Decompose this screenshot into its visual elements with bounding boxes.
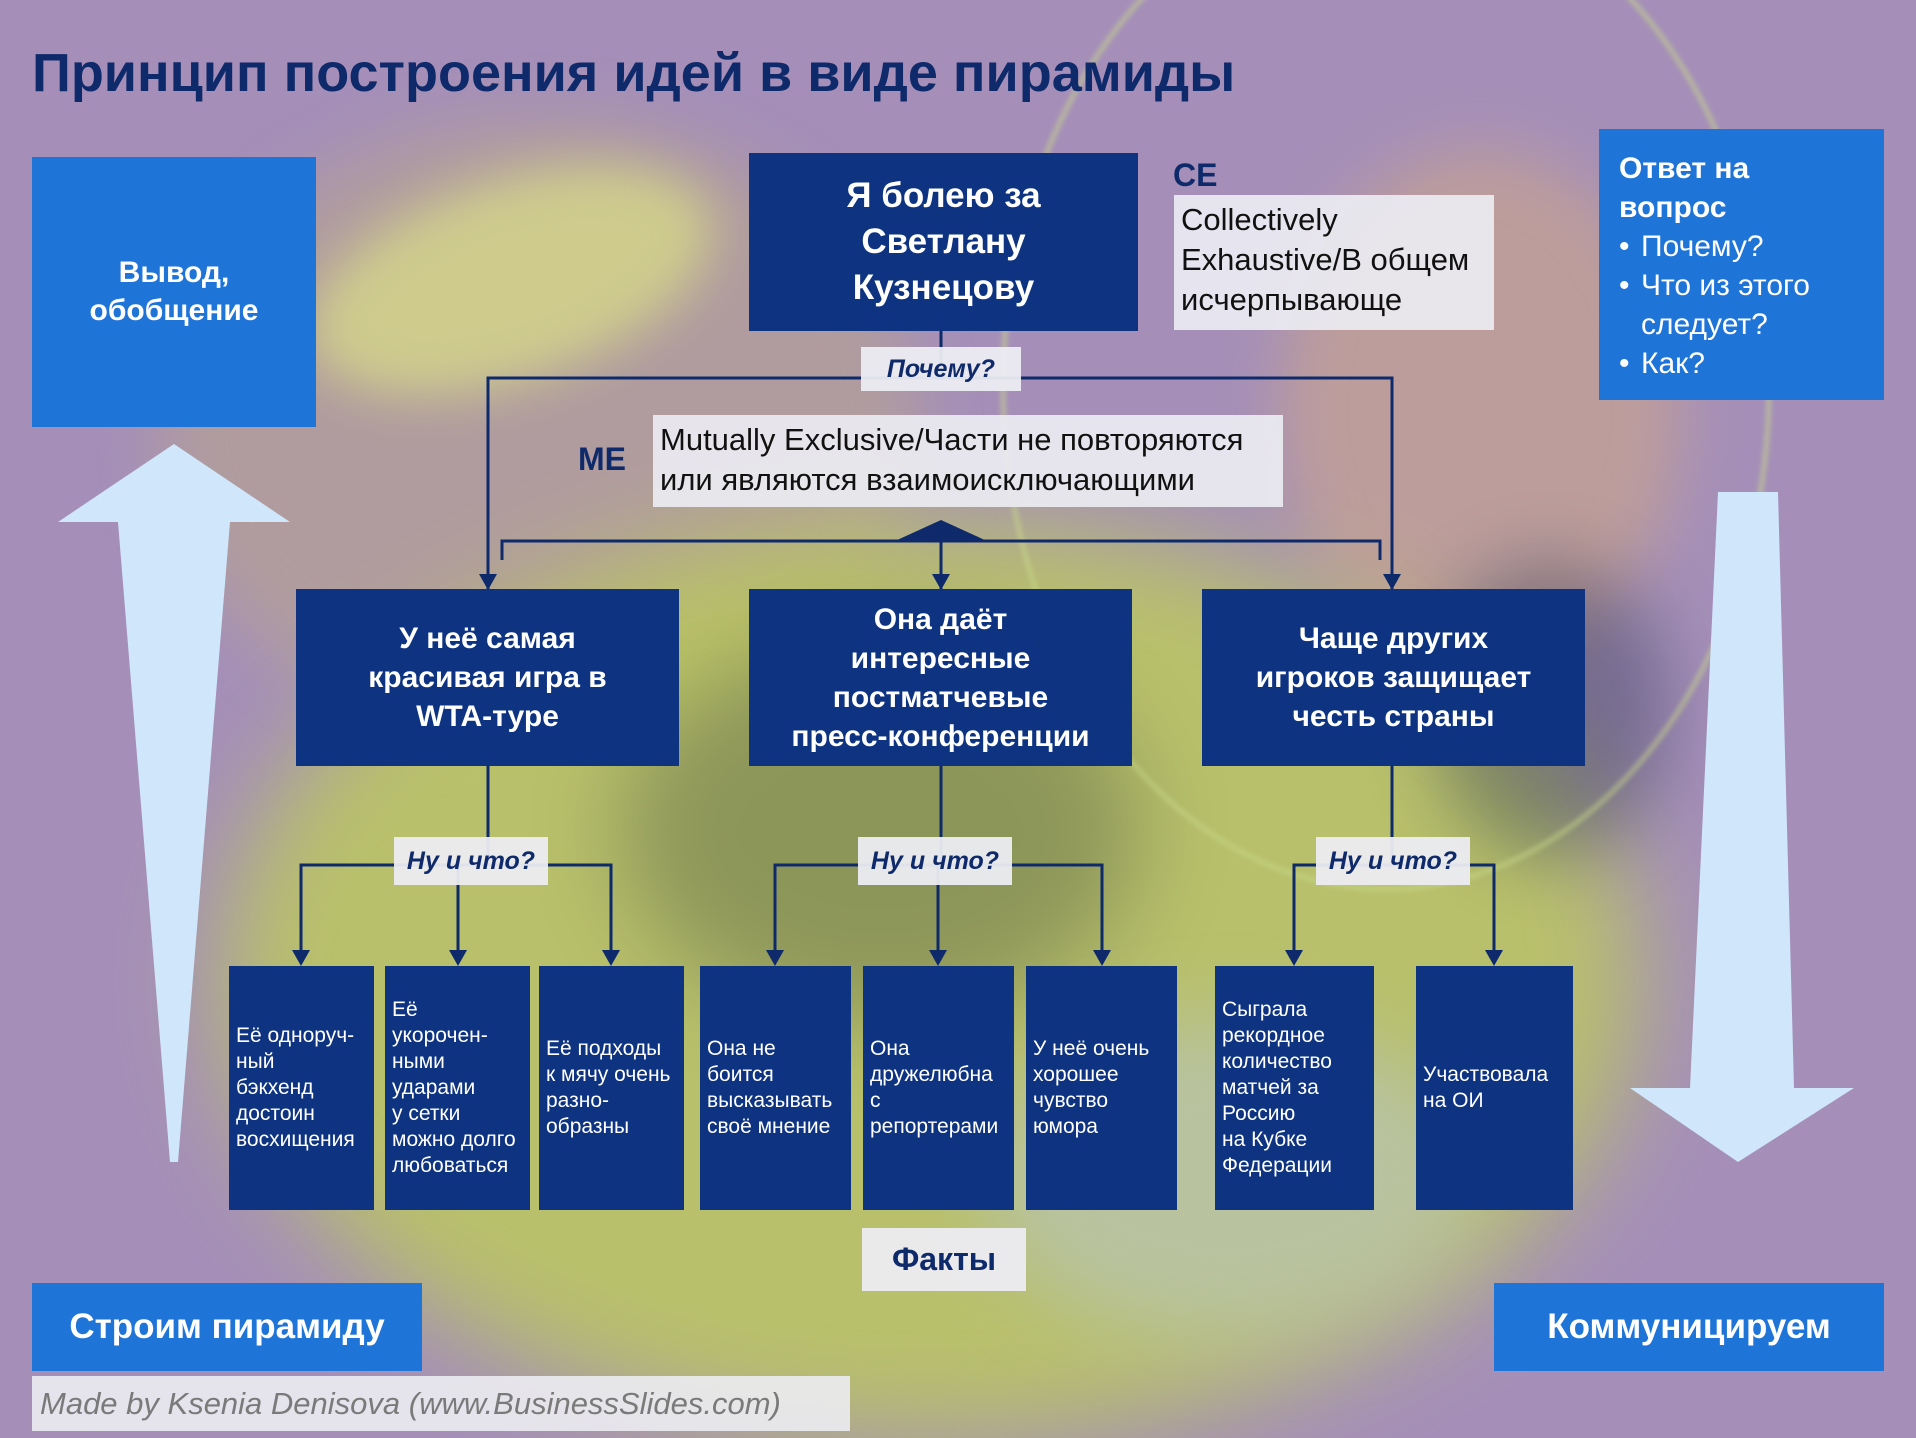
me-note: Mutually Exclusive/Части не повторяются … <box>653 415 1283 507</box>
conclusion-label: Вывод, обобщение <box>89 256 259 327</box>
fact-box: У неё очень хорошее чувство юмора <box>1026 966 1177 1210</box>
facts-label: Факты <box>862 1228 1026 1291</box>
reason-box: У неё самая красивая игра в WTA-туре <box>296 589 679 766</box>
ce-note: Collectively Exhaustive/В общем исчерпыв… <box>1174 195 1494 330</box>
fact-text: Она не боится высказывать своё мнение <box>707 1037 833 1138</box>
fact-text: Её укорочен- ными ударами у сетки можно … <box>392 998 516 1177</box>
fact-box: Её одноруч- ный бэкхенд достоин восхищен… <box>229 966 374 1210</box>
reason-box: Она даёт интересные постматчевые пресс-к… <box>749 589 1132 766</box>
fact-text: Участвовала на ОИ <box>1423 1063 1549 1112</box>
reason-box: Чаще других игроков защищает честь стран… <box>1202 589 1585 766</box>
me-label: ME <box>578 441 626 477</box>
reason-text: Чаще других игроков защищает честь стран… <box>1255 622 1532 733</box>
top-conclusion-text: Я болею за Светлану Кузнецову <box>846 176 1041 307</box>
fact-box: Она не боится высказывать своё мнение <box>700 966 851 1210</box>
answer-item-why: Почему? <box>1619 227 1864 266</box>
why-label: Почему? <box>861 347 1021 391</box>
fact-box: Участвовала на ОИ <box>1416 966 1573 1210</box>
communicate-label: Коммуницируем <box>1494 1283 1884 1371</box>
conclusion-box: Вывод, обобщение <box>32 157 316 427</box>
so-what-label: Ну и что? <box>858 837 1012 885</box>
top-conclusion-box: Я болею за Светлану Кузнецову <box>749 153 1138 331</box>
reason-text: У неё самая красивая игра в WTA-туре <box>368 622 607 733</box>
communicate-down-arrow-icon <box>1630 492 1854 1162</box>
answer-item-consequence: Что из этого следует? <box>1619 266 1864 344</box>
fact-box: Её подходы к мячу очень разно- образны <box>539 966 684 1210</box>
build-pyramid-label: Строим пирамиду <box>32 1283 422 1371</box>
fact-text: Сыграла рекордное количество матчей за Р… <box>1222 998 1332 1177</box>
fact-box: Её укорочен- ными ударами у сетки можно … <box>385 966 530 1210</box>
ce-label: CE <box>1173 157 1218 193</box>
fact-text: Её подходы к мячу очень разно- образны <box>546 1037 671 1138</box>
split-triangle-icon <box>895 520 987 541</box>
page-title: Принцип построения идей в виде пирамиды <box>32 43 1236 103</box>
fact-box: Сыграла рекордное количество матчей за Р… <box>1215 966 1374 1210</box>
fact-box: Она дружелюбна с репортерами <box>863 966 1014 1210</box>
answer-box: Ответ на вопрос Почему? Что из этого сле… <box>1599 129 1884 400</box>
fact-text: Её одноруч- ный бэкхенд достоин восхищен… <box>236 1024 355 1151</box>
fact-text: У неё очень хорошее чувство юмора <box>1033 1037 1150 1138</box>
build-up-arrow-icon <box>58 444 290 1162</box>
credit-text: Made by Ksenia Denisova (www.BusinessSli… <box>32 1376 850 1431</box>
fact-text: Она дружелюбна с репортерами <box>870 1037 999 1138</box>
so-what-label: Ну и что? <box>394 837 548 885</box>
so-what-label: Ну и что? <box>1316 837 1470 885</box>
reason-text: Она даёт интересные постматчевые пресс-к… <box>791 602 1090 753</box>
answer-title: Ответ на вопрос <box>1619 152 1750 224</box>
answer-item-how: Как? <box>1619 344 1864 383</box>
